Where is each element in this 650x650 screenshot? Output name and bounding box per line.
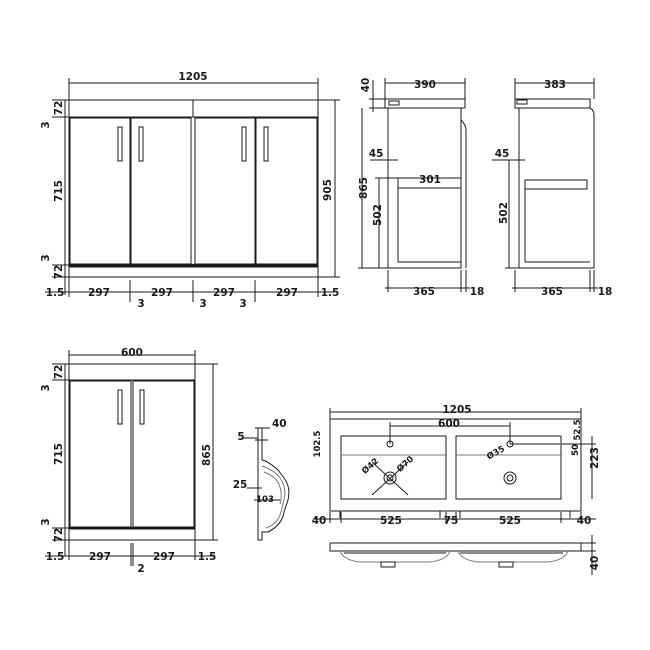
dim-bottom-gap: 3 [40,254,52,261]
dim-base-depth: 365 [541,286,563,298]
waste-outlet [503,471,517,485]
dim-door-width: 297 [88,287,110,299]
door-handle [117,126,123,162]
dim-side-gap-left: 1.5 [46,287,65,299]
dim-bottom-gap: 3 [40,518,52,525]
dim-door-width: 297 [151,287,173,299]
dim-width-overall: 1205 [442,404,471,416]
dim-right-offset: 52.5 [573,419,583,440]
door-handle [117,389,123,425]
side-elevation-unit: 390 40 865 502 45 301 365 18 [358,78,484,298]
dim-depth: 223 [589,447,601,469]
dim-height-overall: 905 [322,179,334,201]
dim-shelf-offset: 45 [495,148,510,160]
dim-waste-inner: Ø42 [360,456,382,477]
dim-bowl-inner: 103 [256,495,274,505]
dim-depth-overall: 383 [544,79,566,91]
dim-shelf-height: 502 [372,204,384,226]
dim-door-width: 297 [89,551,111,563]
dim-center-gap: 3 [137,298,144,310]
dim-bowl-depth: 25 [233,479,248,491]
dim-bottom-plinth: 72 [53,528,65,543]
waste-fitting [498,561,514,568]
door-handle [263,126,269,162]
countertop [68,363,196,381]
side-elevation-plain: 383 45 502 365 18 [492,78,612,298]
dim-rim: 5 [237,431,244,443]
dim-top-plinth: 72 [53,365,65,380]
dim-top-gap: 3 [40,121,52,128]
overflow-slot [516,99,528,105]
dim-thickness: 40 [589,556,601,571]
door-handle [241,126,247,162]
basin-outline [329,418,582,512]
dim-door-height: 715 [53,443,65,465]
plinth [68,265,319,278]
dim-back-thickness: 18 [598,286,613,298]
dim-waste-outer: Ø70 [395,454,417,475]
basin-front-edge [329,542,582,552]
dim-bowl-left: 525 [380,515,402,527]
bowl-right [455,435,562,500]
dim-top-depth: 40 [272,418,287,430]
waste-outlet [383,471,397,485]
dim-back-thickness: 18 [470,286,485,298]
basin-plan-view: 1205 600 102.5 52.5 50 223 Ø42 Ø70 Ø35 4… [312,404,601,527]
dim-door-width: 297 [153,551,175,563]
shelf [524,179,588,190]
front-elevation-single: 600 865 72 3 715 3 72 1.5 297 297 1.5 2 [40,347,218,575]
dim-edge-right: 40 [577,515,592,527]
dim-door-height: 715 [53,180,65,202]
dim-center-gap: 2 [137,563,144,575]
dim-door-width: 297 [213,287,235,299]
basin-cross-section: 40 5 25 103 [233,418,290,541]
dim-shelf-height: 502 [498,202,510,224]
dim-width-overall: 1205 [178,71,207,83]
dim-width-overall: 600 [121,347,143,359]
dim-top-plinth: 72 [53,101,65,116]
dim-bowl-gap: 75 [444,515,459,527]
dim-bowl-right: 525 [499,515,521,527]
waste-fitting [380,561,396,568]
dim-bottom-plinth: 72 [53,265,65,280]
door-handle [138,126,144,162]
dim-base-depth: 365 [413,286,435,298]
cabinet-body [68,379,196,530]
dim-height-overall: 865 [201,444,213,466]
dim-bowl-width: 600 [438,418,460,430]
door-handle [139,389,145,425]
cabinet-body [68,116,319,268]
dim-edge-left: 40 [312,515,327,527]
dim-edge-depth: 50 [571,444,581,456]
plinth [68,528,196,541]
dim-door-width: 297 [276,287,298,299]
bowl-left [340,435,447,500]
dim-side-gap-right: 1.5 [198,551,217,563]
overflow-slot [388,100,400,106]
dim-side-gap-left: 1.5 [46,551,65,563]
countertop [384,98,466,109]
basin-front-view: 40 [329,535,601,575]
dim-shelf-offset: 45 [369,148,384,160]
dim-height: 865 [358,177,370,199]
dim-tap-hole: Ø35 [485,443,507,462]
dim-front-offset: 102.5 [313,430,323,457]
dim-top-thickness: 40 [360,78,372,93]
dim-shelf-depth: 301 [419,174,441,186]
dim-top-gap: 3 [40,384,52,391]
dim-center-gap: 3 [199,298,206,310]
dim-depth-overall: 390 [414,79,436,91]
dim-center-gap: 3 [239,298,246,310]
dim-side-gap-right: 1.5 [321,287,340,299]
front-elevation-double: 1205 905 72 3 715 3 72 1.5 297 297 297 2… [40,71,340,310]
